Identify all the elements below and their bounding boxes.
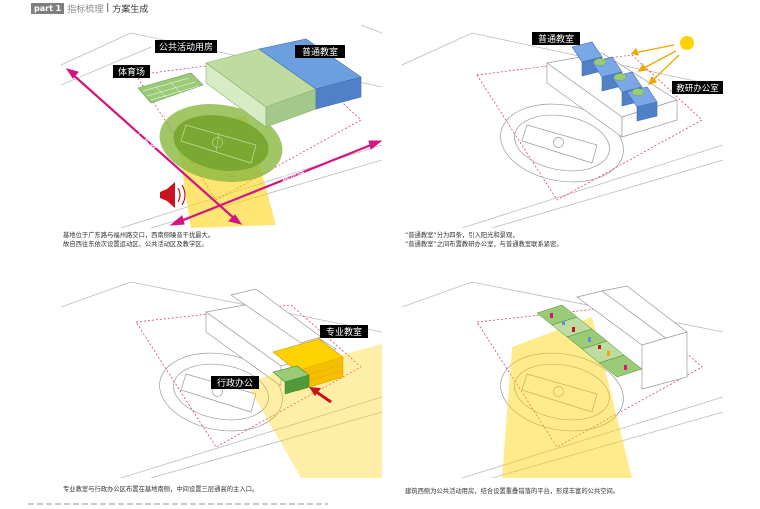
label-admin: 行政办公: [217, 377, 253, 389]
panel-admin-layout: 专业教室 行政办公: [61, 277, 382, 478]
label-bg-special: [320, 325, 368, 338]
admin-block: [272, 365, 310, 395]
label-classroom: 普通教室: [538, 33, 574, 45]
label-bg-office: [672, 81, 723, 94]
label-classroom: 普通教室: [302, 46, 338, 58]
label-bg-classroom: [532, 32, 580, 45]
header-separator: |: [106, 3, 110, 13]
label-road-a: 广东路: [135, 129, 159, 153]
header-title-dark: 方案生成: [112, 4, 149, 15]
panel-public-space: [402, 277, 723, 478]
context-roads: [61, 281, 382, 478]
label-office: 教研办公室: [676, 83, 719, 94]
site-boundary: [135, 304, 362, 448]
road-arrows: [65, 68, 382, 226]
label-public: 公共活动用房: [159, 41, 213, 53]
platform-activity-markers: [550, 313, 627, 370]
sun-icon: [630, 36, 694, 86]
caption-panel-3: 专业教室与行政办公区布置在基地南侧，中间设置三层通高的主入口。: [63, 486, 259, 493]
label-bg-public: [155, 40, 217, 53]
label-bg-admin: [211, 376, 259, 389]
header-title-light: 指标梳理: [67, 4, 104, 15]
label-bg-gym: [113, 65, 150, 78]
label-bg-classroom: [295, 45, 345, 58]
caption-panel-2: “普通教室”分为四条，引入阳光和景观， “普通教室”之间布置教研办公室，与普通教…: [405, 232, 563, 248]
site-boundary: [476, 304, 703, 448]
context-roads: [402, 32, 723, 228]
diagram-public-space: [402, 281, 723, 478]
classroom-building-block: [258, 38, 362, 110]
panel-classroom-layout: 普通教室 教研办公室: [402, 25, 723, 228]
entrance-arrow: [309, 387, 332, 404]
light-cone: [502, 317, 632, 478]
panel-site-zoning: 体育场 公共活动用房 普通教室 广东路 福州路: [61, 25, 382, 228]
part-tag: part 1: [31, 2, 65, 14]
footer-rule: [28, 503, 328, 505]
building-blocks: [576, 285, 688, 390]
caption-panel-4: 建筑西侧为公共活动用房，结合设置重叠错落的平台，形成丰富的公共空间。: [405, 488, 620, 495]
track-outline: [500, 103, 624, 183]
office-cubes: [593, 58, 645, 96]
caption-panel-1: 基地位于广东路与福州路交口，西南侧噪音干扰最大。 故自西往东依次设置运动区、公共…: [63, 232, 215, 248]
track-field: [159, 104, 283, 182]
section-header: part 1 指标梳理 | 方案生成: [31, 2, 149, 15]
label-gym: 体育场: [118, 66, 145, 78]
speaker-icon: [160, 182, 186, 208]
label-special: 专业教室: [326, 326, 362, 338]
gym-field: [137, 72, 204, 104]
track-outline: [500, 352, 624, 432]
label-road-b: 福州路: [280, 167, 306, 185]
diagram-admin-layout: 专业教室 行政办公: [61, 281, 382, 478]
diagram-classroom-layout: 普通教室 教研办公室: [402, 32, 723, 228]
diagram-site-zoning: 体育场 公共活动用房 普通教室 广东路 福州路: [61, 25, 382, 228]
